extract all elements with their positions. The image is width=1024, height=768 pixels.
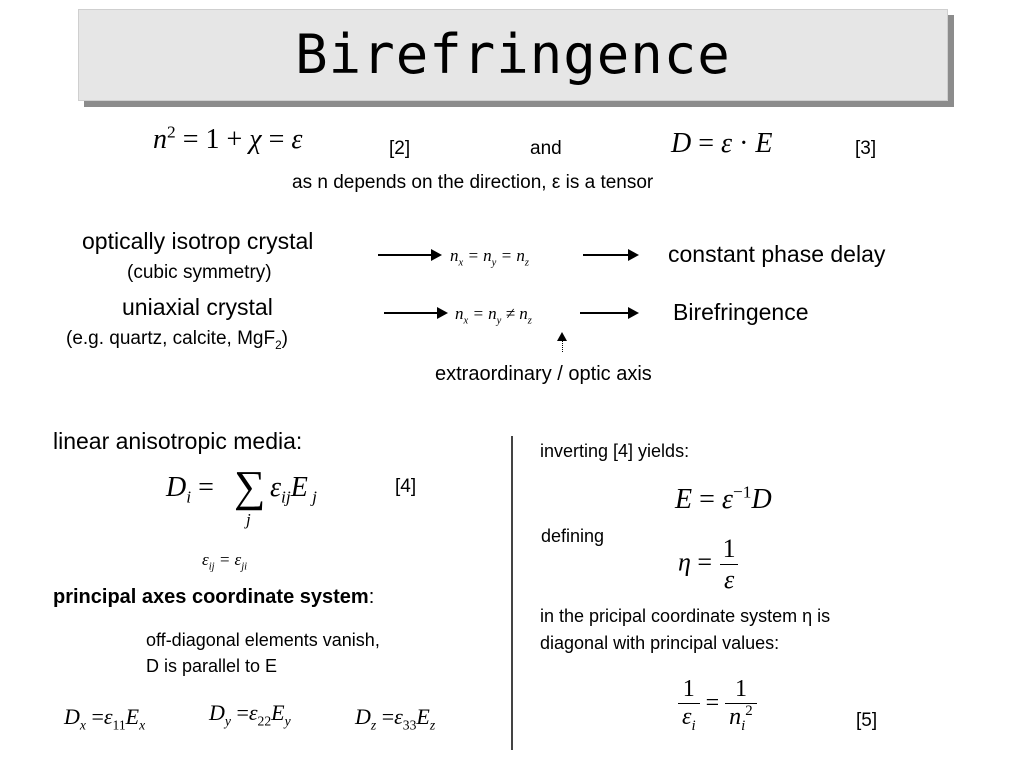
isotrop-crystal-label: optically isotrop crystal xyxy=(82,228,314,254)
and-text: and xyxy=(530,138,562,159)
arrow-equation-to-phase-delay xyxy=(583,249,639,261)
equation-n-squared: n2 = 1 + χ = ε xyxy=(153,122,303,155)
optic-axis-label: extraordinary / optic axis xyxy=(435,363,652,385)
arrow-isotrop-to-equation xyxy=(378,249,442,261)
uniaxial-crystal-label: uniaxial crystal xyxy=(122,294,273,320)
pricipal-text-line1: in the pricipal coordinate system η is xyxy=(540,606,831,626)
inverting-text: inverting [4] yields: xyxy=(540,441,690,461)
constant-phase-delay-label: constant phase delay xyxy=(668,241,886,267)
ref-3: [3] xyxy=(855,138,877,159)
linear-anisotropic-heading: linear anisotropic media: xyxy=(53,428,303,454)
column-divider xyxy=(511,436,513,750)
equation-dx: Dx =ε11Ex xyxy=(64,704,146,733)
uniaxial-examples-label: (e.g. quartz, calcite, MgF2) xyxy=(66,328,288,352)
arrow-equation-to-birefringence xyxy=(580,307,639,319)
tensor-note: as n depends on the direction, ε is a te… xyxy=(292,172,654,193)
ref-2: [2] xyxy=(389,138,411,159)
pricipal-text-line2: diagonal with principal values: xyxy=(540,633,780,653)
ref-4: [4] xyxy=(395,476,417,497)
title-bar: Birefringence xyxy=(78,9,948,101)
equation-eps-symmetric: εij = εji xyxy=(202,550,248,573)
principal-axes-heading: principal axes coordinate system: xyxy=(53,586,375,608)
slide-title: Birefringence xyxy=(295,23,731,86)
equation-dz: Dz =ε33Ez xyxy=(355,704,436,733)
optic-axis-pointer-arrowhead xyxy=(557,332,567,341)
arrow-uniaxial-to-equation xyxy=(384,307,448,319)
equation-dy: Dy =ε22Ey xyxy=(209,700,291,729)
equation-d-i-sum: Di = ∑ j εijE j xyxy=(166,462,317,529)
defining-text: defining xyxy=(541,526,605,546)
ref-5: [5] xyxy=(856,710,878,731)
d-parallel-e-note: D is parallel to E xyxy=(146,656,278,676)
birefringence-result-label: Birefringence xyxy=(673,299,809,325)
off-diagonal-note: off-diagonal elements vanish, xyxy=(146,630,380,650)
cubic-symmetry-label: (cubic symmetry) xyxy=(127,262,272,283)
equation-e-inverse: E = ε−1D xyxy=(675,482,772,515)
equation-nx-eq-ny-neq-nz: nx = ny ≠ nz xyxy=(455,304,532,327)
equation-d-epsilon-e: D = ε · E xyxy=(671,128,773,159)
equation-nx-eq-ny-eq-nz: nx = ny = nz xyxy=(450,246,529,269)
optic-axis-pointer-line xyxy=(562,336,563,352)
